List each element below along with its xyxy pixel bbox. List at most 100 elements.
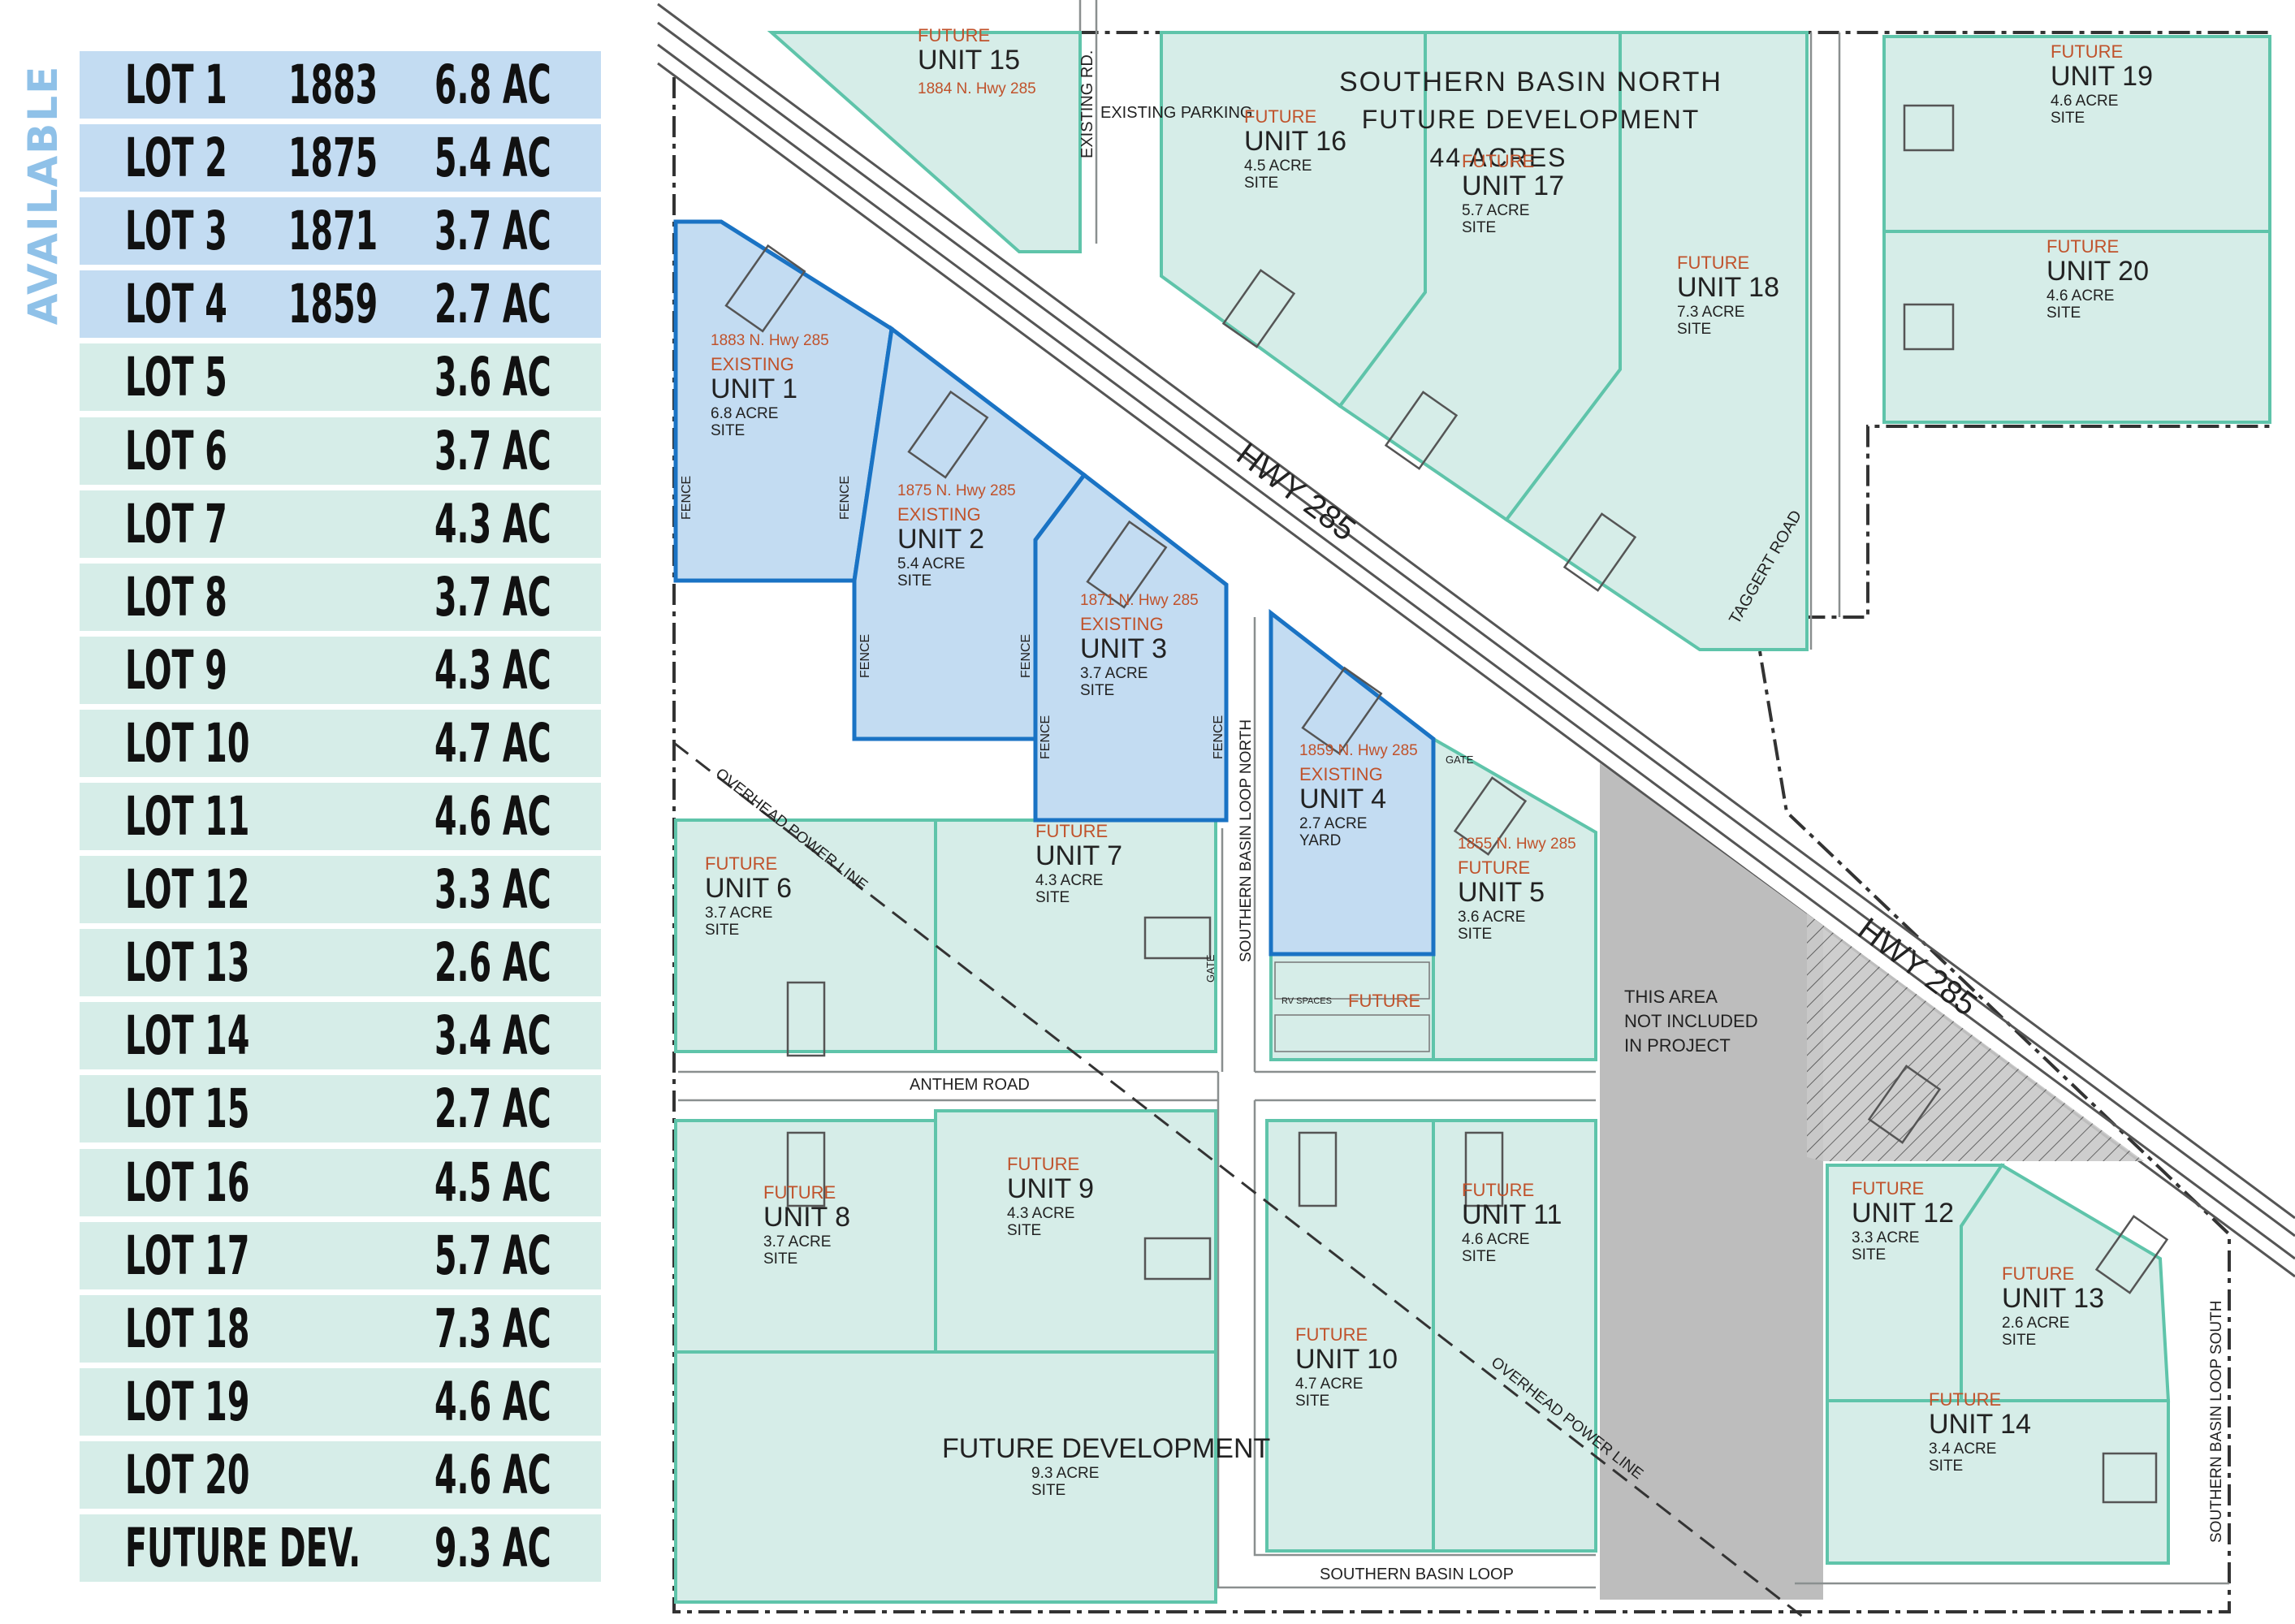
lot-name: LOT 7 [125,492,227,555]
parcel-unit-18 [1504,31,1809,651]
lot-acres: 4.5 AC [434,1151,551,1214]
unit-name: UNIT 2 [897,524,984,555]
unit-name: FUTURE DEVELOPMENT [942,1433,1270,1464]
lot-row: FUTURE DEV. 9.3 AC [80,1514,601,1582]
lot-row: LOT 4 1859 2.7 AC [80,270,601,339]
site-plan-map: SOUTHERN BASIN NORTH FUTURE DEVELOPMENT … [654,0,2295,1624]
lot-acres: 9.3 AC [434,1517,551,1579]
unit-name: UNIT 13 [2002,1283,2104,1314]
unit-name: UNIT 8 [763,1202,850,1233]
lot-name: FUTURE DEV. [125,1517,361,1579]
unit-size: 3.4 ACRE [1929,1440,1996,1458]
unit-status: EXISTING [1080,614,1164,634]
unit-name: UNIT 17 [1462,171,1564,201]
lot-name: LOT 3 [125,200,227,263]
unit-status: FUTURE [1458,857,1530,878]
unit-status: FUTURE [1035,821,1108,841]
lot-name: LOT 18 [125,1297,250,1360]
unit-status: FUTURE [1244,106,1316,127]
unit-kind: SITE [1031,1482,1065,1499]
lot-address: 1883 [288,54,378,116]
unit-size: 4.6 ACRE [1462,1231,1529,1248]
lot-acres: 6.8 AC [434,54,551,116]
unit-address: 1875 N. Hwy 285 [897,482,1016,499]
overhead-power-line [673,741,1808,1622]
lot-name: LOT 12 [125,858,250,922]
parcel-unit-10 [1265,1119,1435,1553]
map-title-line1: SOUTHERN BASIN NORTH [1339,67,1722,97]
parcel-unit-9 [934,1109,1217,1354]
unit-size: 4.6 ACRE [2046,287,2114,304]
lot-acres: 3.7 AC [434,565,551,628]
unit-size: 3.6 ACRE [1458,909,1525,926]
unit-kind: SITE [711,422,745,439]
lot-name: LOT 13 [125,931,250,995]
lot-name: LOT 11 [125,785,250,848]
unit-status: FUTURE [918,25,990,45]
lot-acres: 3.7 AC [434,200,551,263]
unit-status: FUTURE [1007,1154,1079,1174]
unit-status: FUTURE [763,1182,836,1203]
loop-label: SOUTHERN BASIN LOOP [1320,1566,1514,1583]
lot-acres: 3.3 AC [434,858,551,922]
lot-name: LOT 15 [125,1078,250,1141]
anthem-road-label: ANTHEM ROAD [910,1076,1030,1094]
parcel-unit-20 [1882,230,2271,424]
lot-acres: 4.6 AC [434,1443,551,1506]
lot-acres: 4.3 AC [434,638,551,702]
unit-status: EXISTING [897,504,981,525]
fence-label-6: FENCE [1212,715,1225,759]
unit-name: UNIT 9 [1007,1173,1094,1204]
unit-address: 1884 N. Hwy 285 [918,80,1036,97]
lot-name: LOT 8 [125,565,227,628]
hwy-285-label-1: HWY 285 [1230,436,1363,548]
lot-name: LOT 1 [125,54,227,116]
unit-status: FUTURE [1462,1180,1534,1200]
excluded-line2: NOT INCLUDED [1624,1011,1758,1031]
unit-kind: SITE [1677,321,1711,338]
unit-name: UNIT 4 [1299,784,1386,814]
parcel-unit-15 [767,31,1082,253]
unit-kind: SITE [705,922,739,939]
parcel-unit-8 [674,1119,937,1354]
lot-row: LOT 8 3.7 AC [80,563,601,631]
unit-size: 2.7 ACRE [1299,815,1367,832]
lot-acres: 4.6 AC [434,785,551,848]
unit-kind: SITE [1244,175,1278,192]
lot-address: 1875 [288,127,378,190]
unit-kind: SITE [1929,1458,1963,1475]
map-labels: SOUTHERN BASIN NORTH FUTURE DEVELOPMENT … [680,50,2225,1583]
unit-size: 3.7 ACRE [763,1233,831,1250]
lot-acres: 3.6 AC [434,346,551,409]
unit-name: UNIT 16 [1244,126,1346,157]
unit-kind: SITE [2002,1332,2036,1349]
unit-size: 2.6 ACRE [2002,1315,2069,1332]
unit-name: UNIT 18 [1677,272,1779,303]
lot-name: LOT 6 [125,419,227,482]
lot-name: LOT 4 [125,273,227,336]
unit-name: UNIT 3 [1080,633,1167,664]
unit-size: 7.3 ACRE [1677,304,1744,321]
unit-kind: YARD [1299,832,1341,849]
lot-row: LOT 11 4.6 AC [80,783,601,850]
unit-name: UNIT 15 [918,45,1020,76]
unit-size: 6.8 ACRE [711,405,778,422]
unit-size: 4.3 ACRE [1035,872,1103,889]
unit-name: UNIT 5 [1458,877,1545,908]
lot-address: 1859 [288,273,378,336]
unit-name: UNIT 12 [1852,1198,1954,1229]
unit-name: UNIT 19 [2051,61,2153,92]
unit-status: EXISTING [711,354,794,374]
unit-size: 5.7 ACRE [1462,202,1529,219]
lot-acres: 2.7 AC [434,273,551,336]
excluded-line1: THIS AREA [1624,987,1718,1007]
